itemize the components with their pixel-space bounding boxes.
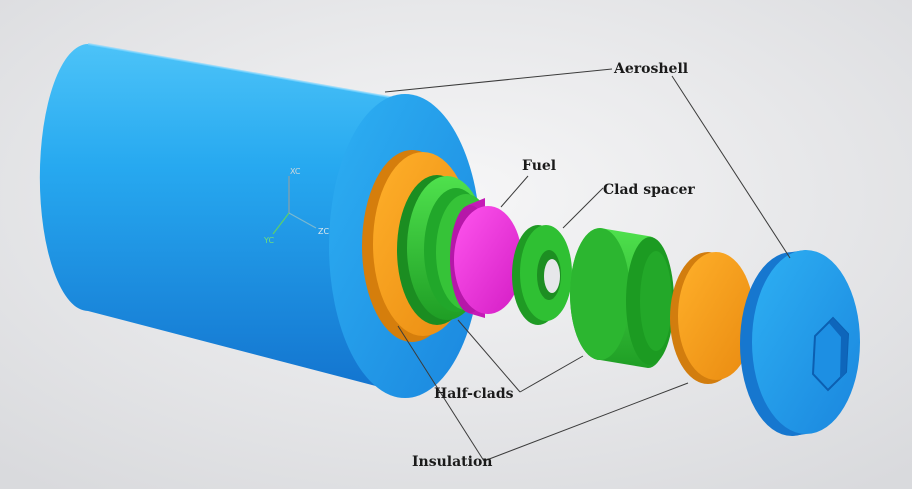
clad-spacer bbox=[512, 225, 572, 325]
label-half-clads: Half-clads bbox=[434, 386, 514, 402]
label-clad-spacer: Clad spacer bbox=[603, 182, 695, 198]
axis-z-label: ZC bbox=[318, 227, 329, 236]
leader-lines bbox=[384, 68, 791, 462]
label-insulation: Insulation bbox=[412, 454, 492, 470]
axis-x-label: XC bbox=[290, 167, 301, 176]
label-aeroshell: Aeroshell bbox=[613, 61, 688, 77]
aeroshell-cap bbox=[740, 250, 860, 436]
axis-y-label: YC bbox=[263, 236, 274, 245]
fuel-pellet bbox=[450, 198, 522, 318]
axis-triad: XC ZC YC bbox=[263, 167, 329, 245]
insulation-right-disc bbox=[670, 252, 754, 384]
label-fuel: Fuel bbox=[522, 158, 556, 174]
half-clad-right bbox=[570, 228, 674, 368]
